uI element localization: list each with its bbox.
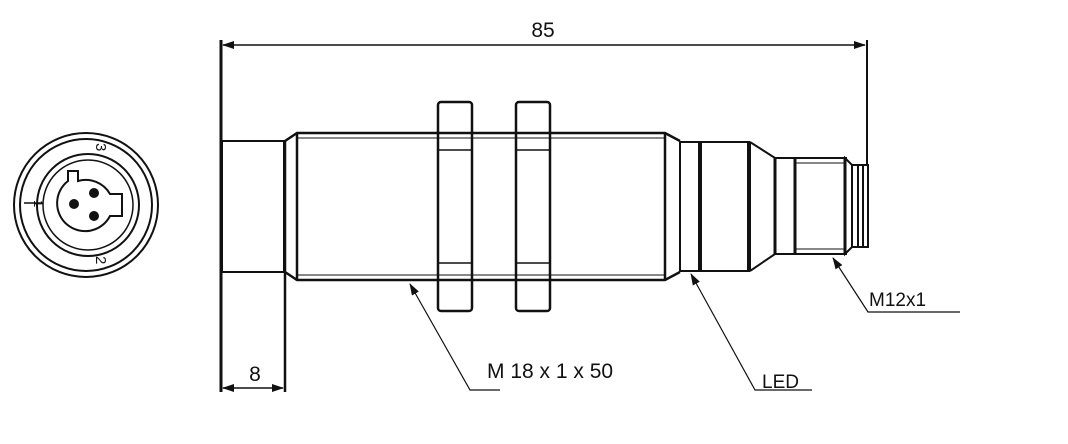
pin-label-1: 1 — [31, 200, 46, 207]
led-callout: LED — [690, 273, 812, 393]
pin-3 — [89, 188, 99, 198]
connector-thread-callout: M12x1 — [832, 257, 960, 313]
sensor-side-view — [221, 100, 869, 392]
thread-label: M 18 x 1 x 50 — [487, 360, 613, 383]
connector-front-view: 1 2 3 — [13, 132, 159, 278]
connector-thread-label: M12x1 — [869, 290, 926, 311]
led-label: LED — [762, 372, 799, 393]
nut-2 — [514, 100, 552, 313]
nut-1 — [436, 100, 474, 313]
pin-label-2: 2 — [92, 256, 109, 264]
pin-1 — [69, 199, 79, 209]
connector-key-outline — [56, 170, 123, 233]
pin-label-3: 3 — [92, 143, 109, 151]
overall-length-value: 85 — [531, 19, 554, 42]
overall-length-dimension: 85 — [219, 19, 868, 392]
connector-offset-value: 8 — [249, 363, 261, 386]
pin-2 — [89, 211, 99, 221]
connector-offset-dimension: 8 — [222, 363, 284, 392]
thread-callout: M 18 x 1 x 50 — [409, 283, 613, 391]
